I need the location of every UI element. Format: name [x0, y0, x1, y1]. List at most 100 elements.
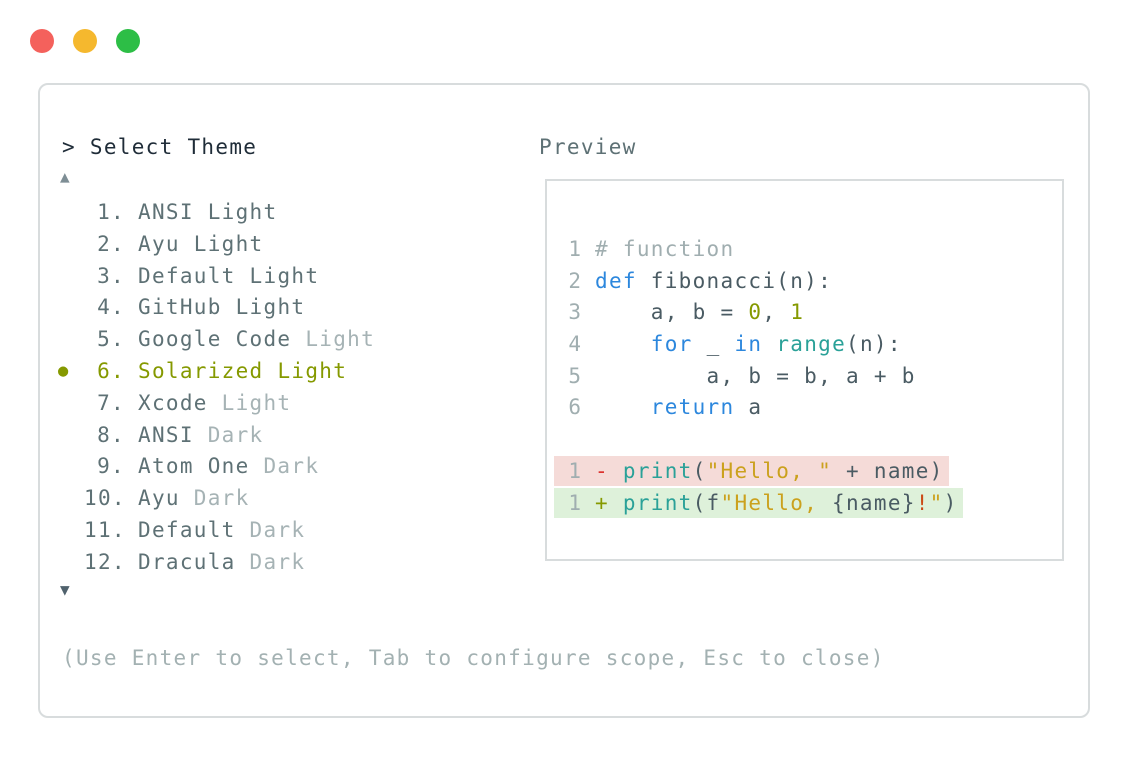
selected-bullet-icon [58, 261, 84, 293]
theme-list-item[interactable]: 11. Default Dark [40, 515, 520, 547]
code-token: ( [692, 458, 707, 483]
theme-name: Atom One Dark [138, 451, 319, 483]
theme-number: 10. [84, 486, 126, 511]
theme-list-item[interactable]: ●6.Solarized Light [40, 356, 520, 388]
theme-name-text: ANSI [138, 200, 194, 224]
minimize-button[interactable] [73, 29, 97, 53]
code-token: , [762, 300, 791, 325]
theme-name-text: ANSI [138, 422, 194, 447]
code-token: range [776, 332, 847, 357]
theme-list-item[interactable]: 12. Dracula Dark [40, 547, 520, 579]
theme-number: 11. [84, 517, 126, 542]
line-number: 1 [568, 458, 581, 483]
code-token [595, 395, 651, 419]
theme-name-text: Google Code [138, 327, 292, 352]
theme-list-item[interactable]: 3.Default Light [40, 261, 520, 293]
code-line: 4 for _ in range(n): [567, 329, 1062, 361]
selected-bullet-icon [58, 547, 84, 579]
theme-variant-text: Light [263, 358, 348, 383]
selected-bullet-icon [58, 388, 84, 420]
selected-bullet-icon [58, 483, 84, 515]
code-token: print [622, 490, 693, 515]
code-token: {name} [832, 490, 916, 515]
code-token: + name) [832, 458, 944, 483]
theme-list-item[interactable]: 8.ANSI Dark [40, 420, 520, 452]
theme-name-text: Atom One [138, 454, 250, 479]
code-token: a, b = [595, 300, 749, 325]
theme-number: 2. [97, 231, 125, 256]
selected-bullet-icon [58, 324, 84, 356]
theme-name-text: Ayu [138, 231, 180, 256]
theme-name: Default Light [138, 261, 319, 293]
selected-bullet-icon [58, 515, 84, 547]
diff-removed-line: 1- print("Hello, " + name) [554, 455, 1062, 488]
code-line: 1 # function [567, 234, 1062, 266]
scroll-down-icon[interactable]: ▼ [60, 580, 70, 599]
keyboard-hint: (Use Enter to select, Tab to configure s… [62, 646, 885, 670]
theme-name-text: Solarized [138, 358, 264, 383]
theme-name: ANSI Dark [138, 420, 264, 452]
diff-highlight: 1+ print(f"Hello, {name}!") [554, 487, 963, 518]
line-number: 3 [568, 300, 581, 325]
theme-name: GitHub Light [138, 292, 305, 324]
theme-number: 9. [97, 454, 125, 479]
theme-number: 12. [84, 549, 126, 574]
theme-variant-text: Light [179, 231, 264, 256]
line-number: 5 [568, 363, 581, 388]
theme-number: 4. [97, 295, 125, 320]
code-token: ! [915, 490, 930, 515]
theme-list-item[interactable]: 1.ANSI Light [40, 197, 520, 229]
theme-name: Google Code Light [138, 324, 375, 356]
theme-variant-text: Dark [179, 486, 250, 511]
theme-variant-text: Light [207, 390, 292, 415]
theme-list-item[interactable]: 10. Ayu Dark [40, 483, 520, 515]
code-line: 6 return a [567, 392, 1062, 424]
line-number: 6 [568, 395, 581, 420]
zoom-button[interactable] [116, 29, 140, 53]
code-token: fibonacci(n): [636, 268, 833, 293]
dialog-title: > Select Theme [62, 135, 258, 159]
code-token: 0 [748, 300, 763, 325]
theme-list-item[interactable]: 9. Atom One Dark [40, 451, 520, 483]
code-token: for [650, 332, 693, 357]
diff-added-line: 1+ print(f"Hello, {name}!") [554, 487, 1062, 520]
theme-name: ANSI Light [138, 197, 277, 229]
line-number: 2 [568, 268, 581, 293]
theme-list-item[interactable]: 5. Google Code Light [40, 324, 520, 356]
theme-number: 6. [97, 358, 125, 383]
theme-variant-text: Dark [249, 454, 320, 479]
close-button[interactable] [30, 29, 54, 53]
selected-bullet-icon [58, 197, 84, 229]
theme-number: 5. [97, 327, 125, 352]
theme-name: Dracula Dark [138, 547, 305, 579]
theme-variant-text: Dark [235, 517, 306, 542]
theme-list-item[interactable]: 2. Ayu Light [40, 229, 520, 261]
theme-name-text: Dracula [138, 549, 236, 574]
code-token: # function [595, 237, 735, 261]
theme-name-text: GitHub [138, 295, 222, 320]
theme-name-text: Default [138, 517, 236, 542]
selected-bullet-icon [58, 292, 84, 324]
code-token: "Hello, [720, 490, 833, 515]
code-token: 1 [790, 300, 805, 325]
theme-name: Ayu Dark [138, 483, 250, 515]
code-token: a, b = b, a + b [595, 363, 916, 388]
theme-list-item[interactable]: 4. GitHub Light [40, 292, 520, 324]
code-line [567, 424, 1062, 456]
code-token: - [595, 458, 623, 483]
theme-variant-text: Light [291, 327, 376, 352]
diff-highlight: 1- print("Hello, " + name) [554, 455, 949, 486]
code-token: in [734, 332, 763, 357]
code-token: _ [692, 332, 735, 357]
theme-list-item[interactable]: 7. Xcode Light [40, 388, 520, 420]
line-number: 1 [568, 237, 581, 261]
scroll-up-icon[interactable]: ▲ [60, 167, 70, 186]
theme-name: Xcode Light [138, 388, 291, 420]
theme-number: 7. [97, 390, 125, 415]
selected-bullet-icon [58, 420, 84, 452]
